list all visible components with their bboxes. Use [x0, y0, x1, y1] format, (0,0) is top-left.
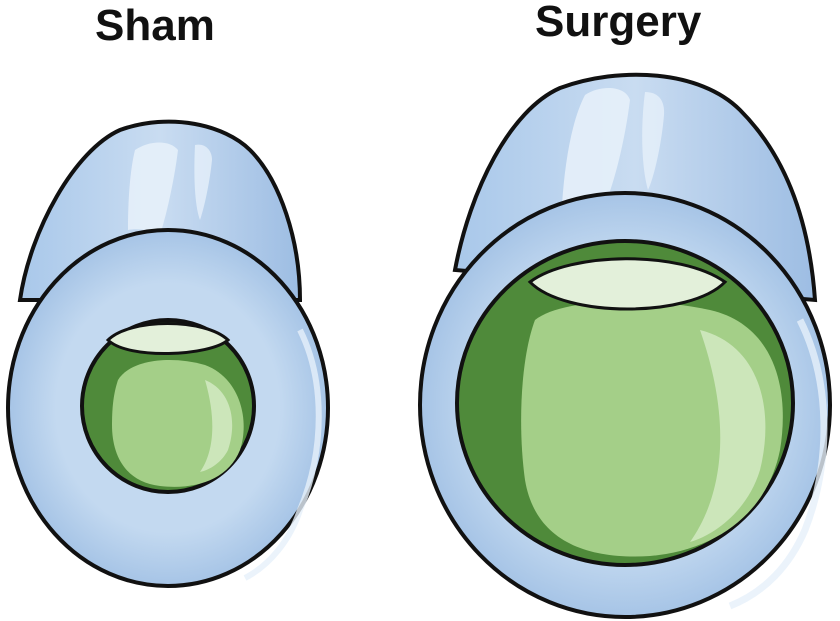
sham-lumen-crescent: [105, 322, 231, 355]
sham-tube-highlight-2: [194, 144, 212, 220]
surgery-lumen-crescent: [527, 257, 728, 311]
sham-label: Sham: [95, 1, 215, 50]
surgery-label: Surgery: [535, 0, 702, 46]
sham-tube-highlight: [128, 142, 178, 235]
surgery-vessel: [418, 72, 832, 619]
surgery-tube-highlight-2: [642, 92, 665, 190]
surgery-tube-highlight: [562, 88, 630, 205]
sham-ring-shade: [243, 328, 322, 581]
sham-vessel: [6, 119, 330, 588]
sham-lumen-gloss: [200, 380, 233, 472]
surgery-lumen-gloss: [690, 330, 766, 542]
surgery-ring-shade: [728, 318, 828, 610]
